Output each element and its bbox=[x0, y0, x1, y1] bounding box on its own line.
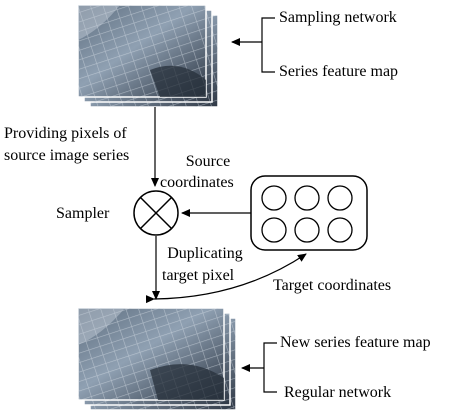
grid-circle bbox=[261, 217, 287, 243]
source-label-line2: coordinates bbox=[160, 174, 234, 191]
coordinate-grid bbox=[250, 175, 368, 251]
grid-circle bbox=[294, 217, 320, 243]
target-coordinates-label: Target coordinates bbox=[273, 277, 392, 294]
providing-label-line2: source image series bbox=[4, 147, 130, 164]
grid-circle bbox=[261, 185, 287, 211]
sampler-label: Sampler bbox=[56, 205, 110, 222]
top-annotation-sampling-network: Sampling network bbox=[279, 9, 397, 26]
bottom-image-stack bbox=[77, 307, 237, 411]
bottom-annotation-regular-network: Regular network bbox=[284, 384, 392, 401]
sampler-symbol bbox=[133, 190, 179, 236]
duplicating-label-line2: target pixel bbox=[162, 267, 235, 284]
top-annotation-series-feature-map: Series feature map bbox=[279, 63, 399, 80]
providing-label-line1: Providing pixels of bbox=[4, 125, 127, 142]
top-image-stack bbox=[77, 4, 219, 108]
grid-circle bbox=[294, 185, 320, 211]
bottom-bracket bbox=[241, 342, 277, 393]
top-bracket bbox=[231, 17, 275, 73]
top-stack-layer-1 bbox=[77, 4, 207, 98]
source-label-line1: Source bbox=[185, 153, 231, 170]
duplicating-label-line1: Duplicating bbox=[167, 245, 243, 262]
bottom-annotation-new-series-feature-map: New series feature map bbox=[280, 334, 431, 351]
bottom-stack-layer-1 bbox=[77, 307, 225, 401]
grid-circle bbox=[327, 217, 353, 243]
target-coordinates-curve bbox=[145, 253, 307, 304]
grid-circle bbox=[327, 185, 353, 211]
